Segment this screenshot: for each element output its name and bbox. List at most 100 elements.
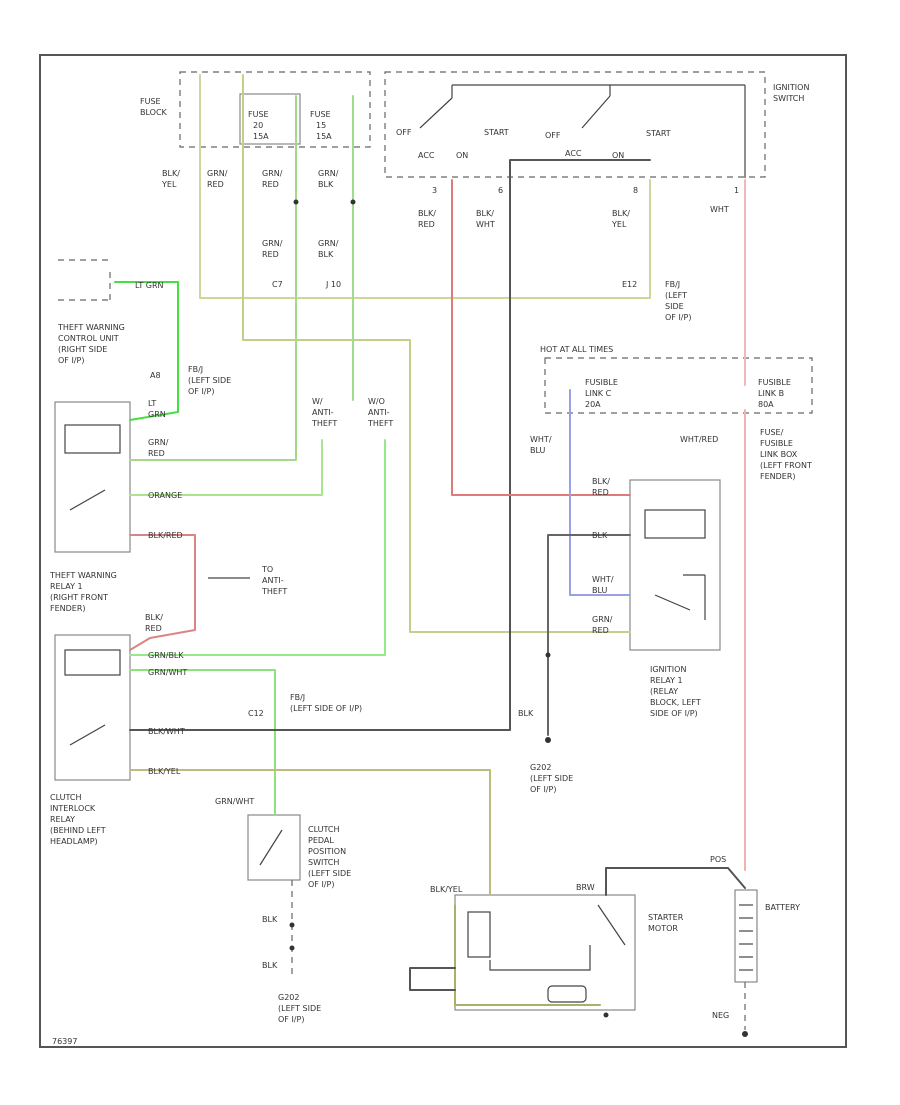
- theft-ctrl-label-1: THEFT WARNING: [57, 323, 125, 332]
- clutch-switch-label-3: POSITION: [308, 847, 346, 856]
- fuse-20-box: [239, 93, 301, 145]
- battery-neg: NEG: [712, 1011, 729, 1020]
- clutch-relay-coil: [64, 649, 121, 676]
- clutch-switch-label-6: OF I/P): [308, 880, 334, 889]
- fuse-15-label-2: 15: [316, 121, 326, 130]
- lbl-grn-wht-2: GRN/WHT: [215, 797, 254, 806]
- clutch-relay-label-3: RELAY: [50, 815, 75, 824]
- fb-dash1-c: SIDE: [665, 302, 684, 311]
- wire-starter-stub: [409, 967, 456, 991]
- fusible-c-3: 20A: [585, 400, 601, 409]
- clutch-switch-box: [247, 814, 301, 881]
- wire-blk-wht: [129, 159, 651, 731]
- lbl-blk-yel-4: BLK/YEL: [430, 885, 463, 894]
- lbl-wht-blu-2a: WHT/: [592, 575, 614, 584]
- ignition-relay-contact: [654, 594, 691, 611]
- lbl-c7: C7: [272, 280, 283, 289]
- fuse-20-label-1: FUSE: [248, 110, 269, 119]
- theft-relay-label-4: FENDER): [50, 604, 86, 613]
- lbl-grn-blk-2a: GRN/: [318, 239, 339, 248]
- clutch-switch-label-4: SWITCH: [308, 858, 339, 867]
- fusible-b-3: 80A: [758, 400, 774, 409]
- ign-contact-1: [419, 97, 453, 129]
- lbl-blk-red-1b: RED: [418, 220, 435, 229]
- wire-orange-theft: [129, 439, 323, 496]
- fusible-b-1: FUSIBLE: [758, 378, 791, 387]
- fuse-15-label-1: FUSE: [310, 110, 331, 119]
- ign-relay-label-2: RELAY 1: [650, 676, 683, 685]
- theft-ctrl-label-2: CONTROL UNIT: [58, 334, 119, 343]
- lbl-blk-red-2b: RED: [592, 488, 609, 497]
- fb-dash3: FB/J: [290, 693, 305, 702]
- ign-relay-label-5: SIDE OF I/P): [650, 709, 698, 718]
- g202-2c: OF I/P): [278, 1015, 304, 1024]
- battery-pos: POS: [710, 855, 726, 864]
- lbl-grn-red-1b: RED: [207, 180, 224, 189]
- battery-label: BATTERY: [765, 903, 800, 912]
- lbl-blk-wht-2: BLK/WHT: [148, 727, 185, 736]
- wire-blk-red-theft: [129, 534, 196, 651]
- w-anti-1a: W/: [312, 397, 323, 406]
- w-anti-2c: THEFT: [367, 419, 393, 428]
- ign-pos-start-1: START: [484, 128, 509, 137]
- ign-pin-1: 1: [734, 186, 739, 195]
- lbl-grn-red-2b: RED: [262, 180, 279, 189]
- ign-pos-start-2: START: [646, 129, 671, 138]
- g202-1c: OF I/P): [530, 785, 556, 794]
- starter-label-1: STARTER: [648, 913, 684, 922]
- ignition-switch-box: [384, 71, 766, 178]
- lbl-grn-blk-2b: BLK: [318, 250, 334, 259]
- g202-1a: G202: [530, 763, 551, 772]
- wire-blk-ground: [547, 534, 631, 736]
- wire-battery-starter: [605, 867, 746, 896]
- clutch-relay-label-1: CLUTCH: [50, 793, 82, 802]
- starter-label-2: MOTOR: [648, 924, 678, 933]
- lbl-wht-blu-b: BLU: [530, 446, 546, 455]
- clutch-relay-box: [54, 634, 131, 781]
- fb-dash1-b: (LEFT: [665, 291, 687, 300]
- ign-pin-3: 3: [432, 186, 437, 195]
- fuse-block-box: [179, 71, 371, 148]
- wire-grn-blk-clutch: [129, 439, 386, 656]
- lbl-grn-wht: GRN/WHT: [148, 668, 187, 677]
- lbl-orange: ORANGE: [148, 491, 182, 500]
- splice-dots: [289, 199, 748, 1037]
- starter-armature: [547, 985, 587, 1003]
- fuse-block-label-1: FUSE: [140, 97, 161, 106]
- lbl-a8: A8: [150, 371, 161, 380]
- wire-blk-yel-main: [199, 74, 651, 299]
- fuse-block-label-2: BLOCK: [140, 108, 168, 117]
- lbl-grn-blk-1a: GRN/: [318, 169, 339, 178]
- ign-switch-label-1: IGNITION: [773, 83, 809, 92]
- w-anti-2a: W/O: [368, 397, 385, 406]
- g202-1b: (LEFT SIDE: [530, 774, 573, 783]
- lbl-lt-grn-2b: GRN: [148, 410, 166, 419]
- lbl-wht-blu-a: WHT/: [530, 435, 552, 444]
- clutch-switch-contact: [259, 829, 283, 866]
- lbl-grn-red-5a: GRN/: [148, 438, 169, 447]
- ign-pos-acc-1: ACC: [418, 151, 435, 160]
- lbl-grn-blk-1b: BLK: [318, 180, 334, 189]
- fb-dash1-a: FB/J: [665, 280, 680, 289]
- clutch-relay-label-2: INTERLOCK: [50, 804, 96, 813]
- clutch-relay-label-4: (BEHIND LEFT: [50, 826, 106, 835]
- ign-pos-on-1: ON: [456, 151, 468, 160]
- ign-switch-label-2: SWITCH: [773, 94, 804, 103]
- lbl-blk: BLK: [592, 531, 608, 540]
- theft-relay-contact: [69, 489, 106, 511]
- ign-pos-acc-2: ACC: [565, 149, 582, 158]
- w-anti-1c: THEFT: [311, 419, 337, 428]
- ign-pos-off-1: OFF: [396, 128, 412, 137]
- fuse-box-label-1: FUSE/: [760, 428, 784, 437]
- fuse-20-label-2: 20: [253, 121, 263, 130]
- lbl-grn-red-4b: RED: [592, 626, 609, 635]
- lbl-lt-grn-1: LT GRN: [135, 281, 164, 290]
- lbl-blk-yel-3: BLK/YEL: [148, 767, 181, 776]
- fuse-box-label-3: LINK BOX: [760, 450, 798, 459]
- lbl-wht-red: WHT/RED: [680, 435, 718, 444]
- wire-grn-red-theft: [129, 95, 297, 461]
- starter-contact: [597, 904, 626, 946]
- lbl-blk-yel-1b: YEL: [161, 180, 177, 189]
- lbl-grn-red-4a: GRN/: [592, 615, 613, 624]
